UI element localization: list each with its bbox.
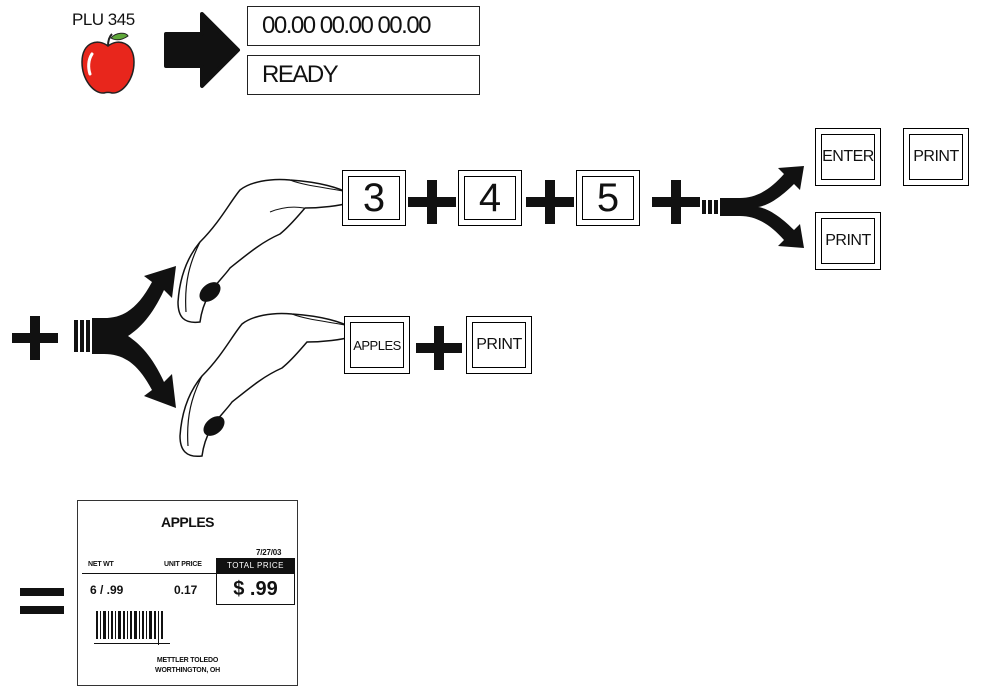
barcode-icon [94,611,170,645]
apple-icon [81,32,135,94]
right-arrow-icon [164,12,240,88]
printed-label: APPLES 7/27/03 NET WT UNIT PRICE TOTAL P… [77,500,298,686]
plus-icon [408,180,456,224]
plus-icon [526,180,574,224]
apples-preset-key[interactable]: APPLES [344,316,410,374]
key-4-label: 4 [478,175,502,220]
enter-key-label: ENTER [822,148,874,165]
label-date: 7/27/03 [256,548,282,557]
key-3[interactable]: 3 [342,170,406,226]
key-4[interactable]: 4 [458,170,522,226]
print-key[interactable]: PRINT [815,212,881,270]
label-footer-line1: METTLER TOLEDO [156,657,219,664]
key-5-label: 5 [596,175,620,220]
branch-arrow-icon [74,266,176,408]
net-wt-header: NET WT [88,561,114,568]
divider [82,573,216,574]
unit-price-value: 0.17 [174,583,198,597]
branch-arrow-icon [702,166,804,248]
plus-icon [12,316,58,360]
display-line-2: READY [247,55,480,95]
label-footer-line2: WORTHINGTON, OH [155,667,220,674]
hand-pointer-icon [177,178,353,324]
enter-key[interactable]: ENTER [815,128,881,186]
net-wt-value: 6 / .99 [90,583,124,597]
print-key-label: PRINT [476,336,522,353]
display-line-1: 00.00 00.00 00.00 [247,6,480,46]
total-price-header: TOTAL PRICE [216,558,295,573]
print-key[interactable]: PRINT [466,316,532,374]
print-key-label: PRINT [825,232,871,249]
plus-icon [416,326,462,370]
label-title: APPLES [160,514,215,530]
key-3-label: 3 [362,175,386,220]
hand-pointer-icon [179,312,355,458]
equals-icon [20,588,64,614]
apples-key-label: APPLES [353,337,401,353]
key-5[interactable]: 5 [576,170,640,226]
plu-label: PLU 345 [72,10,135,29]
unit-price-header: UNIT PRICE [164,561,202,568]
total-price-value: $ .99 [216,573,295,605]
plus-icon [652,180,700,224]
print-key-label: PRINT [913,148,959,165]
print-key[interactable]: PRINT [903,128,969,186]
